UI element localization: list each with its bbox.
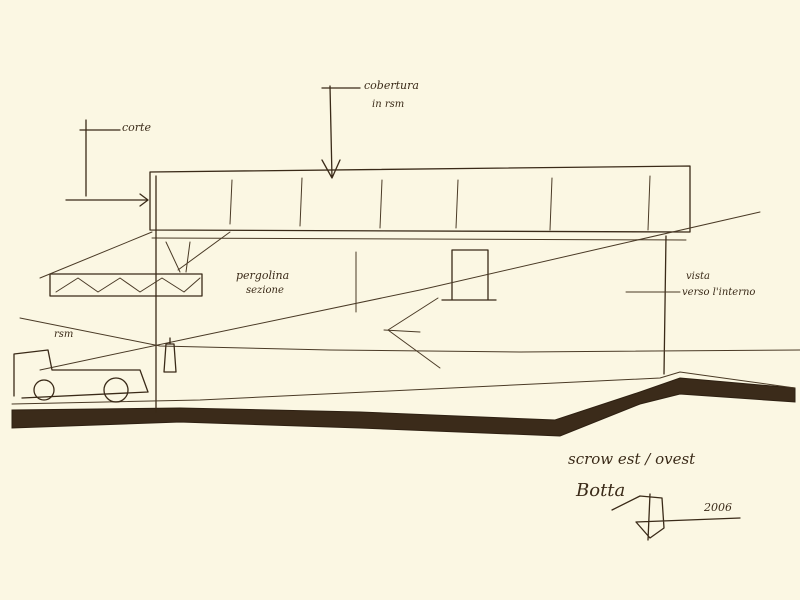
pergolina-beam	[49, 273, 203, 297]
window	[441, 249, 497, 301]
annotation-section-title: scrow est / ovest	[568, 450, 696, 468]
signature-flourish	[611, 493, 741, 541]
signature-year: 2006	[704, 501, 732, 514]
left-struts	[39, 231, 231, 279]
ground-band	[11, 377, 796, 437]
car-wheel-rear	[103, 377, 129, 403]
annotation-cobertura: cobertura	[364, 79, 419, 92]
annotation-pergolina: pergolina	[236, 269, 290, 282]
annotation-vista-sub: verso l'interno	[682, 287, 756, 298]
car-wheel-front	[33, 379, 55, 401]
sight-line-lower	[19, 317, 800, 353]
roof-slab-bottom-line	[151, 237, 687, 241]
annotation-rsm: rsm	[54, 329, 74, 340]
annotation-vista: vista	[686, 271, 710, 282]
sight-line-upper	[39, 211, 761, 371]
annotation-cobertura-sub: in rsm	[372, 99, 405, 110]
annotation-pergolina-sub: sezione	[246, 285, 284, 296]
person-figure	[163, 337, 177, 373]
right-column	[663, 235, 667, 375]
roof-slab	[149, 165, 691, 233]
midleader	[383, 297, 441, 369]
corte-marker	[65, 119, 149, 207]
signature-name: Botta	[576, 480, 626, 501]
terrain-line	[11, 371, 796, 405]
car	[13, 349, 149, 399]
annotation-corte: corte	[122, 121, 151, 134]
cobertura-arrow	[321, 85, 361, 179]
roof-ribs	[229, 175, 651, 231]
pergolina-zigzag	[55, 277, 201, 293]
